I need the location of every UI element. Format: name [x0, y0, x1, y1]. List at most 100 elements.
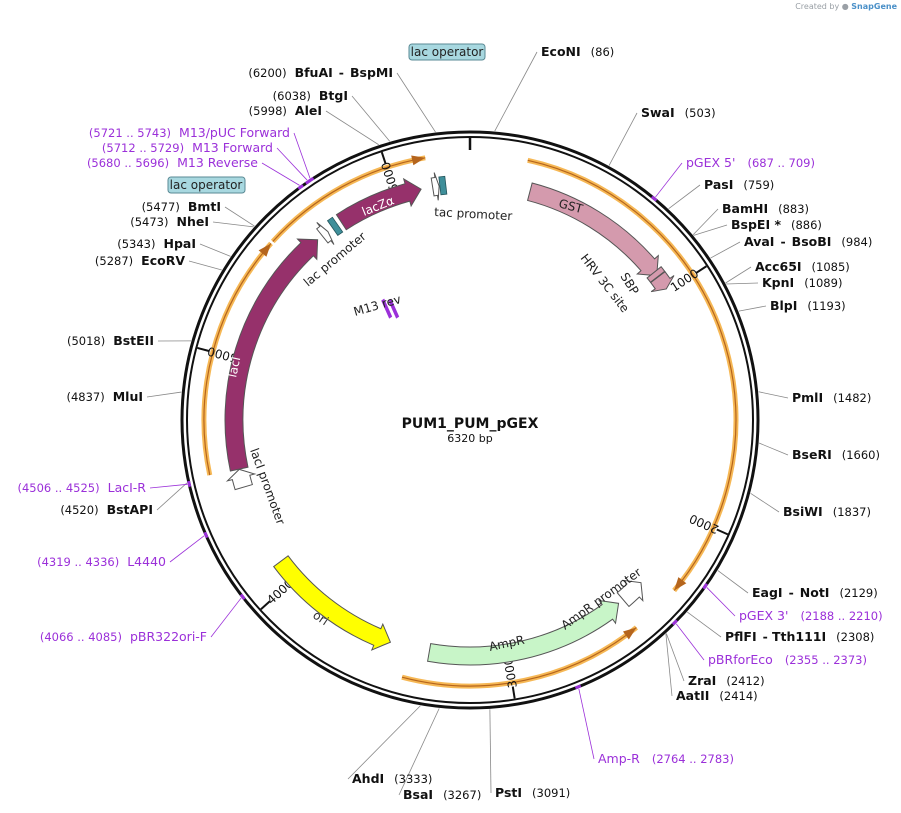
center-title: PUM1_PUM_pGEX 6320 bp [402, 416, 539, 445]
primer-pbr322ori-f-leader [210, 597, 242, 638]
enzyme-ahdi-3333[interactable]: AhdI(3333) [352, 771, 432, 786]
enzyme-psti-3091[interactable]: PstI(3091) [495, 785, 570, 800]
enzyme-pmli-1482[interactable]: PmlI(1482) [792, 390, 871, 405]
primer-l4440-leader [169, 535, 205, 563]
enzyme-bspei--886-name: BspEI * [731, 217, 781, 232]
enzyme-acc65i-1085-leader [725, 266, 752, 284]
enzyme-econi-86[interactable]: EcoNI(86) [541, 44, 614, 59]
enzyme-eagi-2129-name2: NotI [800, 585, 830, 600]
orf-band-arrow-2 [674, 577, 687, 591]
enzyme-mlui-4837[interactable]: (4837)MluI [66, 389, 143, 404]
label-tac-promoter: tac promoter [434, 205, 513, 223]
enzyme-aatii-2414[interactable]: AatII(2414) [676, 688, 758, 703]
enzyme-bsiwi-1837[interactable]: BsiWI(1837) [783, 504, 871, 519]
enzyme-bstapi-4520[interactable]: (4520)BstAPI [60, 502, 153, 517]
backbone-inner [186, 136, 754, 704]
primer-pgex-3-[interactable]: pGEX 3'(2188 .. 2210) [739, 608, 883, 623]
enzyme-acc65i-1085[interactable]: Acc65I(1085) [755, 259, 850, 274]
enzyme-bseri-1660[interactable]: BseRI(1660) [792, 447, 880, 462]
enzyme-btgi-6038[interactable]: (6038)BtgI [273, 88, 348, 103]
primer-laci-r-leader [149, 483, 188, 489]
operator-label-top[interactable]: lac operator [408, 43, 486, 61]
primer-amp-r-mark [574, 684, 582, 690]
enzyme-avai-984[interactable]: AvaI-BsoBI(984) [744, 234, 872, 249]
enzyme-mlui-4837-name: MluI [113, 389, 143, 404]
primer-amp-r[interactable]: Amp-R(2764 .. 2783) [598, 751, 734, 766]
enzyme-aatii-2414-name: AatII [676, 688, 709, 703]
enzyme-pmli-1482-pos: (1482) [833, 391, 871, 405]
enzyme-zrai-2412[interactable]: ZraI(2412) [688, 673, 765, 688]
enzyme-bspei--886[interactable]: BspEI *(886) [731, 217, 822, 232]
credit-text: Created by [795, 2, 840, 11]
enzyme-nhei-5473-name: NheI [177, 214, 210, 229]
primer-pbrforeco[interactable]: pBRforEco(2355 .. 2373) [708, 652, 867, 667]
enzyme-bmti-5477[interactable]: (5477) BmtI [142, 199, 221, 214]
enzyme-bmti-5477-name: BmtI [188, 199, 221, 214]
enzyme-ahdi-3333-pos: (3333) [394, 772, 432, 786]
enzyme-ecorv-5287[interactable]: (5287)EcoRV [95, 253, 185, 268]
feature-laci [224, 238, 319, 472]
primer-m13-reverse[interactable]: (5680 .. 5696)M13 Reverse [87, 155, 258, 170]
primer-laci-r[interactable]: (4506 .. 4525)LacI-R [17, 480, 146, 495]
enzyme-bsteii-5018[interactable]: (5018)BstEII [67, 333, 154, 348]
enzyme-bsai-3267[interactable]: BsaI(3267) [403, 787, 481, 802]
enzyme-alei-5998[interactable]: (5998)AleI [249, 103, 322, 118]
primer-l4440-mark [203, 531, 209, 539]
label-leaders [146, 51, 789, 796]
primer-amp-r-pos: (2764 .. 2783) [652, 752, 734, 766]
orf-bands [201, 155, 739, 689]
enzyme-hpai-5343-leader [199, 243, 231, 257]
feature-ampr-promoter [616, 579, 644, 608]
feature-m13-rev-b [388, 298, 400, 319]
enzyme-btgi-6038-name: BtgI [319, 88, 348, 103]
enzyme-avai-984-name2: BsoBI [792, 234, 832, 249]
operator-mark-1 [438, 175, 448, 196]
primer-pbr322ori-f[interactable]: (4066 .. 4085)pBR322ori-F [40, 629, 207, 644]
enzyme-ecorv-5287-pos: (5287) [95, 254, 133, 268]
enzyme-bfuai-6200[interactable]: (6200)BfuAI-BspMI [248, 65, 393, 80]
enzyme-blpi-1193[interactable]: BlpI (1193) [770, 298, 846, 313]
enzyme-bstapi-4520-name: BstAPI [107, 502, 153, 517]
enzyme-swai-503[interactable]: SwaI(503) [641, 105, 716, 120]
primer-pgex-5--leader [655, 162, 683, 198]
enzyme-eagi-2129-name: EagI [752, 585, 783, 600]
primer-l4440[interactable]: (4319 .. 4336)L4440 [37, 554, 166, 569]
enzyme-zrai-2412-pos: (2412) [726, 674, 764, 688]
enzyme-bmti-5477-pos: (5477) [142, 200, 180, 214]
enzyme-kpni-1089[interactable]: KpnI(1089) [762, 275, 842, 290]
backbone [180, 130, 760, 710]
operator-label-left[interactable]: lac operator [167, 176, 246, 194]
operator-left-text: lac operator [170, 178, 243, 192]
tick-2000 [716, 528, 729, 536]
enzyme-alei-5998-pos: (5998) [249, 104, 287, 118]
enzyme-nhei-5473[interactable]: (5473) NheI [130, 214, 209, 229]
enzyme-pflfi-2308-name2: Tth111I [772, 629, 826, 644]
enzyme-aatii-2414-leader [665, 633, 673, 697]
enzyme-blpi-1193-pos: (1193) [807, 299, 845, 313]
enzyme-pflfi-2308[interactable]: PflFI-Tth111I(2308) [725, 629, 874, 644]
enzyme-nhei-5473-pos: (5473) [130, 215, 168, 229]
primer-pgex-3--mark [702, 583, 709, 590]
enzyme-eagi-2129-sep: - [789, 585, 794, 600]
enzyme-bamhi-883[interactable]: BamHI(883) [722, 201, 809, 216]
primer-pbr322ori-f-mark [239, 593, 246, 601]
enzyme-bsai-3267-name: BsaI [403, 787, 433, 802]
enzyme-ahdi-3333-leader [347, 705, 421, 780]
enzyme-eagi-2129[interactable]: EagI-NotI(2129) [752, 585, 878, 600]
enzyme-bsiwi-1837-pos: (1837) [833, 505, 871, 519]
primer-m13-puc-forward[interactable]: (5721 .. 5743)M13/pUC Forward [89, 125, 290, 140]
enzyme-alei-5998-leader [325, 110, 379, 146]
enzyme-bsteii-5018-name: BstEII [113, 333, 154, 348]
primer-l4440-name: L4440 [127, 554, 166, 569]
enzyme-pflfi-2308-name: PflFI [725, 629, 757, 644]
primer-m13-forward[interactable]: (5712 .. 5729)M13 Forward [102, 140, 273, 155]
enzyme-swai-503-pos: (503) [685, 106, 716, 120]
enzyme-kpni-1089-pos: (1089) [804, 276, 842, 290]
primer-pgex-5-[interactable]: pGEX 5'(687 .. 709) [686, 155, 815, 170]
tick-3000 [511, 686, 516, 699]
enzyme-pasi-759[interactable]: PasI(759) [704, 177, 774, 192]
enzyme-avai-984-name: AvaI [744, 234, 774, 249]
enzyme-blpi-1193-name: BlpI [770, 298, 797, 313]
enzyme-hpai-5343[interactable]: (5343)HpaI [117, 236, 196, 251]
